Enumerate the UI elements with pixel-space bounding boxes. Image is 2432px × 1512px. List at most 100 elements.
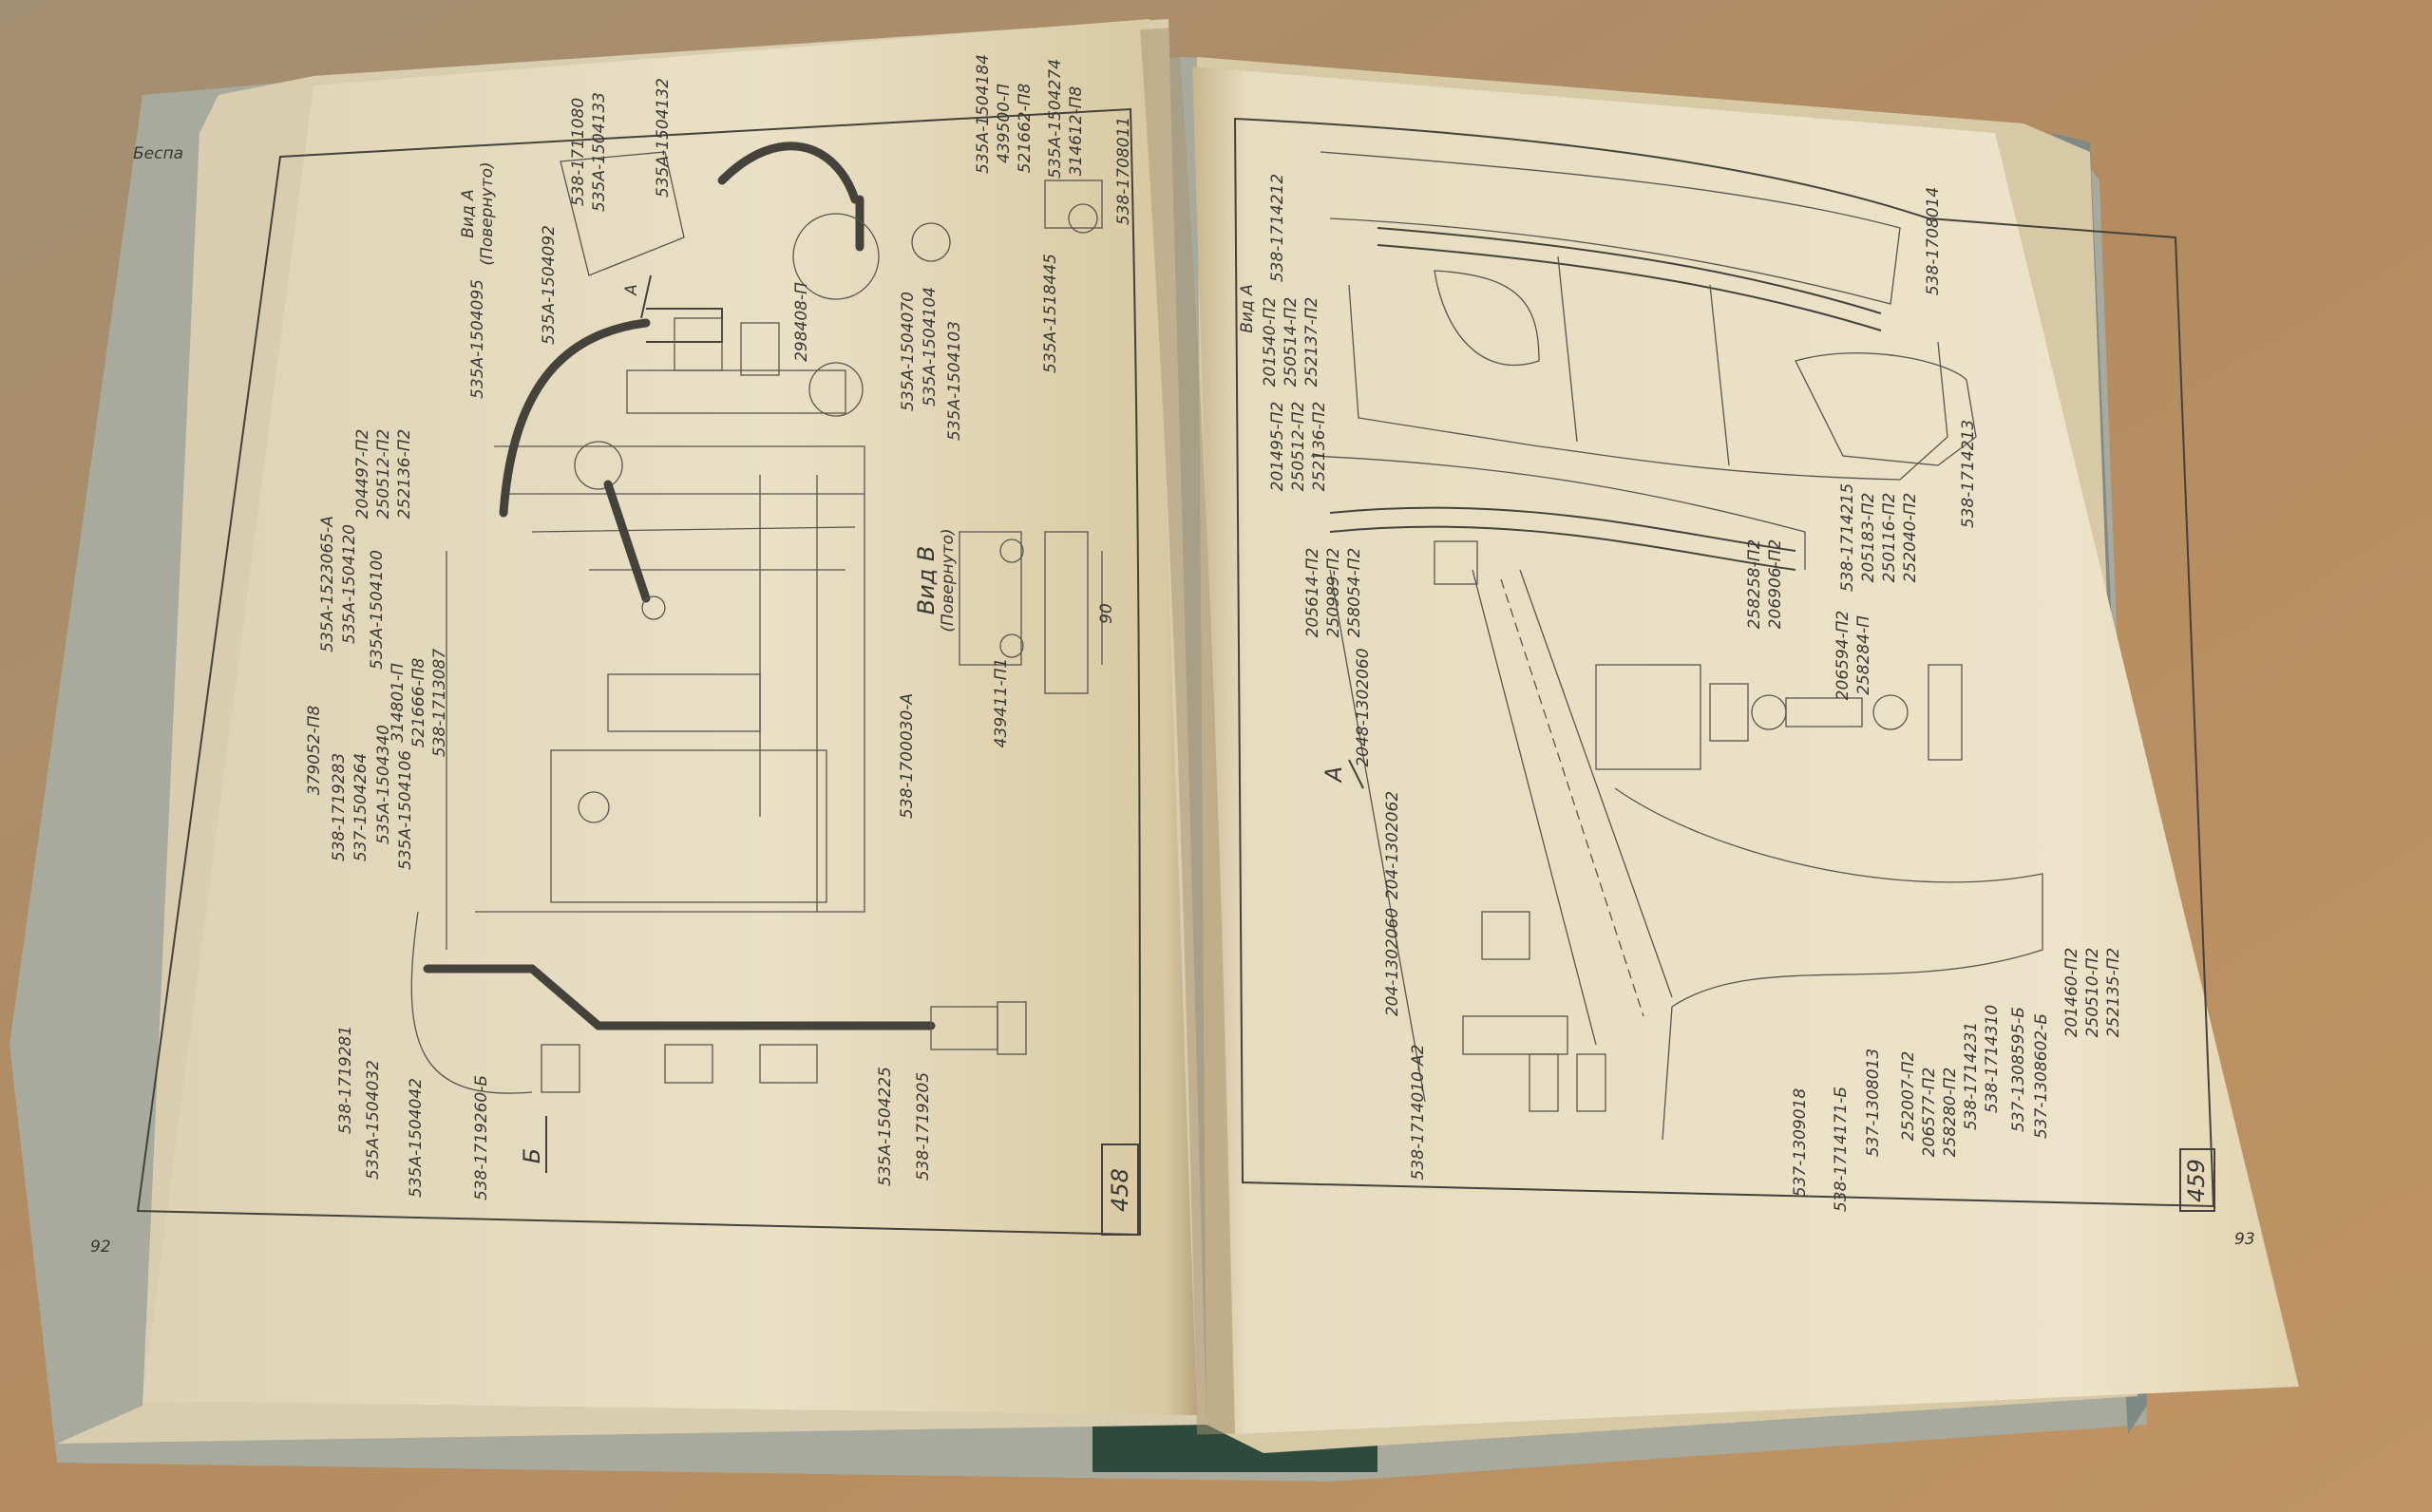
left-part-label: 538-1700030-А [898,693,917,819]
left-part-label: 521662-П8 [1016,84,1035,174]
left-part-label: 535A-1504104 [921,287,940,406]
left-part-label: 535A-1504340 [374,725,393,844]
left-sheet-number: 458 [1107,1168,1133,1212]
left-view-a-arrow-label: А [622,284,641,296]
left-part-label: 204497-П2 [353,429,372,520]
left-view-b-dimension: 90 [1097,603,1116,624]
right-part-label: 252137-П2 [1302,297,1321,387]
right-part-label: 538-1714171-Б [1832,1087,1851,1212]
right-part-label: 538-1714310 [1983,1005,2002,1113]
left-part-label: 535A-1504120 [340,524,359,644]
right-part-label: 538-1714215 [1838,483,1857,592]
left-part-label: 538-1711080 [569,98,588,206]
left-sheet-number-box [1101,1143,1139,1236]
left-part-label: 538-1713087 [430,649,449,757]
left-part-label: 314801-П [389,663,408,743]
right-part-label: 201540-П2 [1261,297,1280,387]
left-part-label: 537-1504264 [352,753,370,861]
right-part-label: 206906-П2 [1766,539,1785,630]
right-part-label: 258284-П [1854,615,1873,695]
left-view-a-title: Вид А [459,189,478,238]
right-part-label: 252040-П2 [1901,493,1920,583]
right-part-label: 250512-П2 [1289,402,1308,492]
right-part-label: 538-1714231 [1962,1022,1981,1130]
left-part-label: 535A-1504103 [945,321,964,441]
right-part-label: 258054-П2 [1345,548,1364,638]
right-part-label: 206577-П2 [1920,1068,1939,1158]
left-part-label: 535A-1504095 [468,279,487,399]
right-part-label: 538-1714212 [1268,174,1287,282]
right-view-a-title: Вид А [1238,284,1257,333]
left-part-label: 535A-1504070 [899,292,918,411]
right-part-label: 537-1309018 [1791,1088,1810,1197]
left-part-label: 521666-П8 [409,658,428,748]
right-part-label: 205183-П2 [1859,493,1878,583]
right-sheet-number: 459 [2183,1159,2210,1202]
left-drawing-frame [136,107,1142,1237]
left-part-label: 535A-1504100 [368,550,387,670]
right-part-label: 205614-П2 [1303,548,1322,638]
right-part-label: 538-1714010-А2 [1409,1045,1428,1181]
right-view-a-arrow-label: А [1320,766,1347,784]
right-part-label: 252135-П2 [2104,948,2123,1038]
right-part-label: 258280-П2 [1941,1068,1960,1158]
right-corner-page-number: 93 [2234,1230,2255,1249]
right-part-label: 250989-П2 [1324,548,1343,638]
right-part-label: 250510-П2 [2083,948,2102,1038]
right-page [1192,66,2299,1434]
left-part-label: 538-1719260-Б [472,1075,491,1200]
left-part-label: 538-1719205 [914,1072,933,1181]
left-view-a-subtitle: (Повернуто) [478,161,497,265]
left-corner-page-number: 92 [90,1238,111,1257]
view-a-arrow-left [640,274,652,319]
view-a-arrow-right [1348,759,1364,789]
right-part-label: 538-1714213 [1959,420,1978,528]
right-part-label: 258258-П2 [1745,539,1764,630]
right-part-label: 252007-П2 [1899,1051,1918,1142]
right-drawing-frame [1233,117,2215,1208]
left-part-label: 250512-П2 [374,429,393,520]
left-part-label: 535A-1504133 [590,92,609,212]
right-part-label: 537-1308013 [1864,1049,1883,1157]
right-part-label: 537-1308602-Б [2032,1013,2051,1139]
left-part-label: 535A-1504106 [396,750,415,870]
right-part-label: 201495-П2 [1268,402,1287,492]
left-drawing [136,107,1142,1237]
left-part-label: 439411-П1 [992,658,1011,748]
left-page [142,19,1197,1415]
right-part-label: 250116-П2 [1880,493,1899,583]
right-part-label: 2048-1302060 [1354,648,1373,766]
right-part-label: 204-1302060 [1383,908,1402,1016]
left-view-b-title: Вид В [913,546,940,615]
left-part-label: 314612-П8 [1067,86,1086,177]
left-part-label: 535A-1504274 [1046,59,1065,179]
gutter-shadow [1140,27,1235,1435]
left-part-label: 535A-1504184 [974,54,993,174]
left-drawing-code: 538-1708011 [1114,117,1133,225]
left-view-b-arrow-label: Б [519,1148,545,1163]
left-part-label: 535A-1504132 [654,78,673,198]
left-part-label: 535A-1504042 [407,1078,426,1198]
left-part-label: 439500-П [995,84,1014,163]
right-part-label: 252136-П2 [1310,402,1329,492]
right-part-label: 204-1302062 [1383,791,1402,899]
right-sheet-number-box [2179,1148,2215,1212]
left-part-label: 538-1719283 [330,753,349,861]
left-part-label: 535A-1504225 [876,1067,895,1186]
left-part-label: 535A-1518445 [1041,254,1060,373]
left-part-label: 298408-П [792,282,811,362]
right-drawing [1233,117,2215,1212]
right-part-label: 201460-П2 [2062,948,2081,1038]
left-view-b-subtitle: (Повернуто) [939,528,958,632]
left-part-label: 535A-1504032 [364,1060,383,1180]
left-part-label: 252136-П2 [395,429,414,520]
right-part-label: 206594-П2 [1834,611,1852,701]
left-part-label: 538-1719281 [336,1026,355,1134]
spine-label: Беспа [133,144,183,163]
left-part-label: 535A-1523065-А [318,516,337,652]
right-drawing-code: 538-1708014 [1924,187,1943,295]
left-part-label: 379052-П8 [305,706,324,796]
